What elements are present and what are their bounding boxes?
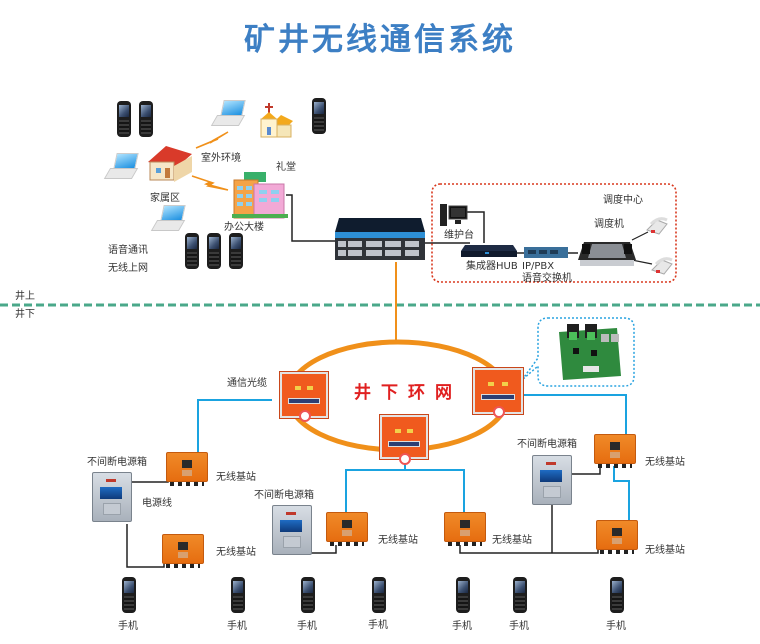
mobile-phone-icon [312, 98, 326, 134]
mobile-phone-icon [456, 577, 470, 613]
mobile-phone-icon [513, 577, 527, 613]
mobile-phone-icon [231, 577, 245, 613]
office-to-switch-cable [286, 194, 340, 242]
base-station-4 [444, 512, 486, 546]
wireless-bolt-2 [191, 175, 229, 191]
diagram-title: 矿井无线通信系统 [244, 22, 516, 58]
label-chapel: 礼堂 [276, 162, 296, 173]
hub-device-icon [461, 245, 517, 257]
label-ups-box: 不间断电源箱 [87, 457, 147, 468]
label-base-station: 无线基站 [378, 535, 418, 546]
label-wireless-internet: 无线上网 [108, 263, 148, 274]
label-hub: 集成器HUB [466, 261, 518, 272]
label-base-station: 无线基站 [645, 457, 685, 468]
power-line-left-top [132, 470, 169, 483]
ring-node-right [472, 367, 524, 418]
label-family-area: 家属区 [150, 193, 180, 204]
label-base-station: 无线基站 [492, 535, 532, 546]
label-base-station: 无线基站 [216, 547, 256, 558]
label-maintenance-station: 维护台 [444, 230, 474, 241]
label-voice-comm: 语音通讯 [108, 245, 148, 256]
chapel-icon [260, 103, 293, 138]
pc-to-hub-cable [466, 211, 485, 243]
mobile-phone-icon [139, 101, 153, 137]
wireless-bolt-1 [195, 131, 229, 149]
label-phone: 手机 [606, 621, 626, 632]
label-phone: 手机 [452, 621, 472, 632]
label-fiber-cable: 通信光缆 [227, 378, 267, 389]
fiber-center-right [405, 469, 465, 512]
mobile-phone-icon [301, 577, 315, 613]
house-icon [148, 146, 192, 182]
label-phone: 手机 [368, 620, 388, 631]
label-outdoor-env: 室外环境 [201, 153, 241, 164]
label-dispatch-center: 调度中心 [603, 195, 643, 206]
label-phone: 手机 [297, 621, 317, 632]
label-ups-box: 不间断电源箱 [517, 439, 577, 450]
dispatcher-phone-cable-2 [631, 259, 653, 265]
mobile-phone-icon [229, 233, 243, 269]
power-line-center-right [459, 545, 599, 554]
ups-box-1 [92, 472, 132, 522]
label-power-line: 电源线 [142, 498, 172, 509]
base-station-5 [594, 434, 636, 468]
label-ups-box: 不间断电源箱 [254, 490, 314, 501]
ring-node-center [379, 414, 429, 465]
mobile-phone-icon [185, 233, 199, 269]
label-phone: 手机 [227, 621, 247, 632]
ups-box-2 [272, 505, 312, 555]
telephone-icon [651, 257, 673, 275]
label-ring-network: 井下环网 [354, 383, 462, 403]
label-phone: 手机 [118, 621, 138, 632]
laptop-icon [150, 205, 186, 231]
laptop-icon [210, 100, 246, 126]
base-station-2 [162, 534, 204, 568]
circuit-board-icon [559, 324, 621, 380]
desktop-computer-icon [440, 204, 468, 226]
base-station-3 [326, 512, 368, 546]
telephone-icon [646, 217, 668, 235]
office-building-icon [232, 172, 288, 219]
ring-node-left [279, 371, 329, 422]
base-station-6 [596, 520, 638, 554]
power-line-right-top [572, 464, 601, 475]
ups-box-3 [532, 455, 572, 505]
ippbx-switch-icon [524, 247, 568, 258]
mobile-phone-icon [372, 577, 386, 613]
label-office-building: 办公大楼 [224, 222, 264, 233]
base-station-1 [166, 452, 208, 486]
dispatcher-phone-cable-1 [631, 231, 649, 241]
mobile-phone-icon [207, 233, 221, 269]
label-phone: 手机 [509, 621, 529, 632]
core-switch-icon [335, 218, 425, 260]
fiber-center [345, 458, 406, 512]
label-base-station: 无线基站 [645, 545, 685, 556]
mobile-phone-icon [610, 577, 624, 613]
power-line-left-bottom [126, 524, 165, 568]
label-base-station: 无线基站 [216, 472, 256, 483]
label-below-ground: 井下 [15, 309, 35, 320]
label-dispatcher: 调度机 [594, 219, 624, 230]
laptop-icon [103, 153, 139, 179]
fiber-right-down [613, 466, 630, 520]
dispatch-center-border [431, 183, 677, 283]
label-ippbx-line1: IP/PBX [522, 261, 555, 272]
fiber-left [197, 399, 272, 452]
mobile-phone-icon [122, 577, 136, 613]
callout-bubble-border [521, 317, 635, 387]
label-ippbx-line2: 语音交换机 [522, 273, 572, 284]
label-above-ground: 井上 [15, 291, 35, 302]
mobile-phone-icon [117, 101, 131, 137]
dispatcher-console-icon [578, 242, 636, 266]
fiber-right [524, 394, 627, 437]
